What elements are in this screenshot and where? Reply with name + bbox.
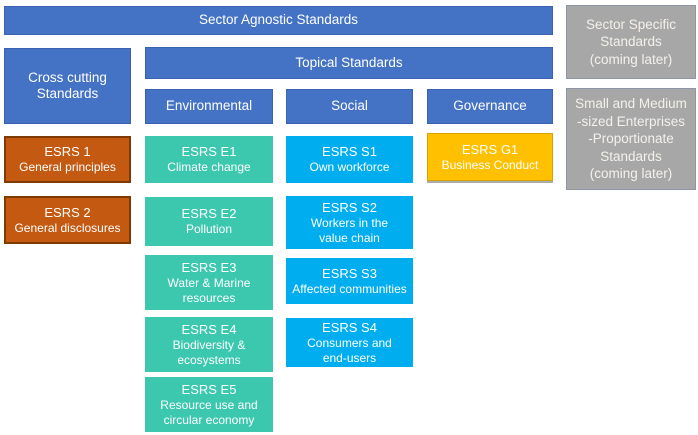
card-code: ESRS S4 (322, 319, 377, 335)
card-esrs-e1: ESRS E1 Climate change (145, 136, 273, 183)
social-label: Social (331, 98, 368, 114)
card-label: Consumers and end-users (307, 336, 392, 365)
sector-specific-note: Sector Specific Standards (coming later) (566, 5, 696, 79)
governance-label: Governance (453, 98, 527, 114)
sector-agnostic-banner: Sector Agnostic Standards (4, 6, 553, 35)
card-esrs-s2: ESRS S2 Workers in the value chain (286, 196, 413, 249)
card-esrs-s3: ESRS S3 Affected communities (286, 258, 413, 304)
card-code: ESRS E3 (181, 259, 237, 275)
card-label: General disclosures (14, 220, 121, 235)
card-esrs-e4: ESRS E4 Biodiversity & ecosystems (145, 317, 273, 372)
sme-proportionate-note: Small and Medium -sized Enterprises -Pro… (566, 88, 696, 190)
card-label: Workers in the value chain (310, 216, 389, 245)
card-esrs-e5: ESRS E5 Resource use and circular econom… (145, 377, 273, 432)
card-label: Climate change (167, 160, 251, 175)
card-code: ESRS S3 (322, 265, 377, 281)
card-label: General principles (19, 160, 116, 175)
card-code: ESRS E4 (181, 321, 237, 337)
card-code: ESRS 1 (44, 144, 91, 160)
card-label: Own workforce (309, 160, 390, 175)
cross-cutting-label: Cross cutting Standards (28, 69, 107, 101)
card-label: Water & Marine resources (167, 276, 251, 305)
card-code: ESRS 2 (44, 204, 91, 220)
environmental-label: Environmental (165, 98, 253, 114)
card-code: ESRS E5 (181, 381, 237, 397)
card-code: ESRS S1 (322, 144, 377, 160)
card-label: Biodiversity & ecosystems (172, 338, 246, 367)
card-code: ESRS G1 (461, 141, 519, 157)
card-code: ESRS E2 (181, 206, 237, 222)
card-esrs-e3: ESRS E3 Water & Marine resources (145, 255, 273, 310)
card-label: Affected communities (292, 281, 407, 296)
card-code: ESRS E1 (181, 144, 237, 160)
cross-cutting-header: Cross cutting Standards (4, 48, 131, 124)
column-header-social: Social (286, 89, 413, 124)
sector-agnostic-label: Sector Agnostic Standards (198, 12, 359, 28)
sme-proportionate-label: Small and Medium -sized Enterprises -Pro… (575, 96, 687, 182)
card-esrs-g1: ESRS G1 Business Conduct (427, 133, 553, 181)
card-esrs-s1: ESRS S1 Own workforce (286, 136, 413, 183)
topical-standards-label: Topical Standards (295, 54, 403, 70)
card-esrs-2: ESRS 2 General disclosures (4, 196, 131, 244)
sector-specific-label: Sector Specific Standards (coming later) (585, 16, 677, 67)
card-label: Business Conduct (441, 157, 539, 172)
card-label: Pollution (185, 222, 233, 237)
card-code: ESRS S2 (322, 199, 377, 215)
card-label: Resource use and circular economy (160, 398, 258, 427)
card-esrs-s4: ESRS S4 Consumers and end-users (286, 318, 413, 367)
card-esrs-e2: ESRS E2 Pollution (145, 197, 273, 246)
column-header-governance: Governance (427, 89, 553, 124)
card-esrs-1: ESRS 1 General principles (4, 136, 131, 183)
topical-standards-banner: Topical Standards (145, 47, 553, 79)
column-header-environmental: Environmental (145, 89, 273, 124)
